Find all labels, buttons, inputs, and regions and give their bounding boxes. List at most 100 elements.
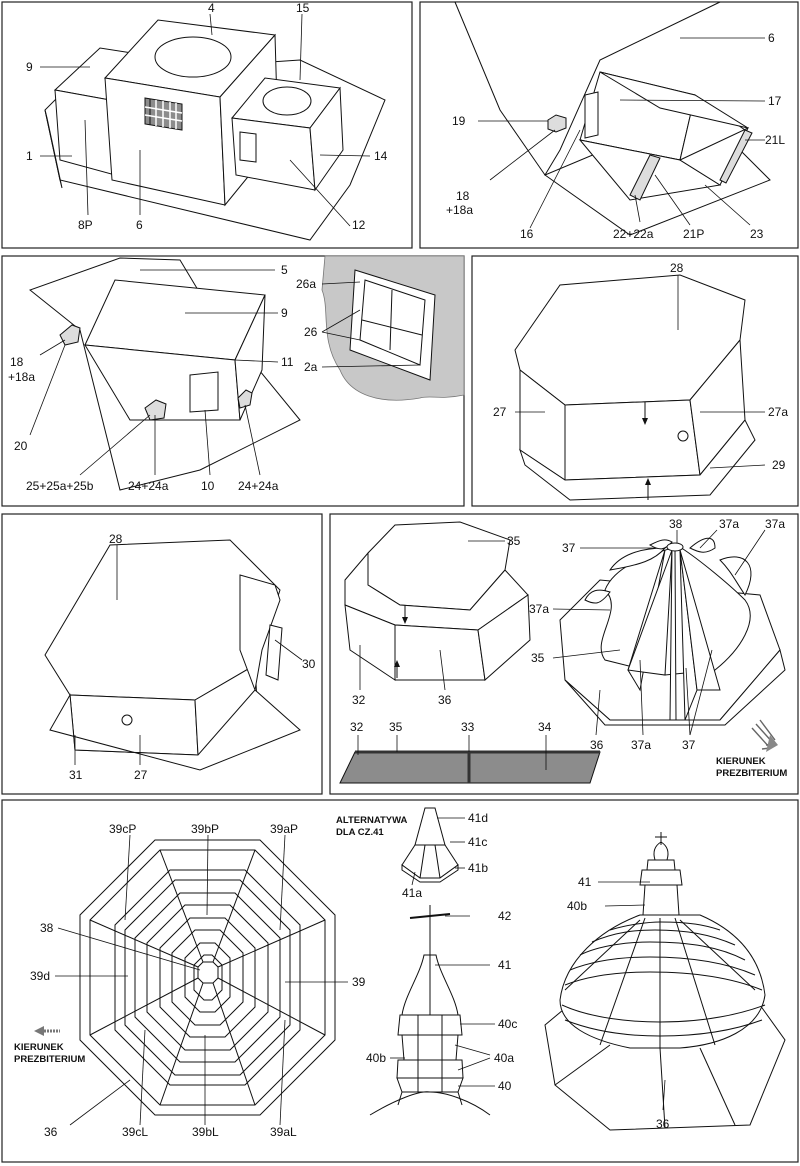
inset-window-detail: 26a 26 2a (296, 255, 465, 401)
window-grid (144, 97, 183, 131)
label: 12 (352, 218, 366, 232)
label: 37 (562, 541, 576, 555)
label: +18a (8, 370, 35, 384)
label: 28 (109, 532, 123, 546)
label: 6 (768, 31, 775, 45)
label: 38 (669, 517, 683, 531)
label: 36 (438, 693, 452, 707)
label: 35 (507, 534, 521, 548)
panel-3-box-assembly: 5 9 11 18 +18a 20 25+25a+25b 24+24a 10 2… (1, 255, 465, 507)
dome-plan-view (79, 839, 336, 1116)
label: 40b (567, 899, 587, 913)
panel-2-annex-assembly: 6 17 19 21L 18 +18a 16 22+22a 21P 23 (419, 1, 799, 249)
label: 41c (468, 835, 487, 849)
label: 24+24a (238, 479, 279, 493)
alternative-spire-part (401, 807, 459, 883)
panel-6-roof-assembly: 35 32 36 32 35 33 34 (329, 513, 799, 795)
direction-label: PREZBITERIUM (716, 768, 787, 779)
label: 25+25a+25b (26, 479, 94, 493)
label: 41 (578, 875, 592, 889)
label: +18a (446, 203, 473, 217)
label: 30 (302, 657, 316, 671)
label: 40 (498, 1079, 512, 1093)
direction-label: KIERUNEK (14, 1042, 64, 1053)
label: 36 (590, 738, 604, 752)
label: 33 (461, 720, 475, 734)
label: 41 (498, 958, 512, 972)
label: 39cL (122, 1125, 148, 1139)
label: 36 (44, 1125, 58, 1139)
label: 39d (30, 969, 50, 983)
label: 40a (494, 1051, 514, 1065)
label: 40b (366, 1051, 386, 1065)
label: 17 (768, 94, 782, 108)
label: 36 (656, 1117, 670, 1131)
spire-on-tower (369, 905, 491, 1116)
label: 8P (78, 218, 93, 232)
label: 38 (40, 921, 54, 935)
label: 35 (389, 720, 403, 734)
label: 41d (468, 811, 488, 825)
label: 31 (69, 768, 83, 782)
label: 2a (304, 360, 318, 374)
panel-5-drum-placement: 28 30 31 27 (1, 513, 323, 795)
label: 34 (538, 720, 552, 734)
label: 24+24a (128, 479, 169, 493)
dome-isometric (544, 832, 786, 1131)
label: 6 (136, 218, 143, 232)
label: 18 (10, 355, 24, 369)
label: 5 (281, 263, 288, 277)
alt-label: ALTERNATYWA (336, 815, 408, 826)
alt-label: DLA CZ.41 (336, 827, 384, 838)
label: 37a (631, 738, 651, 752)
label: 39aL (270, 1125, 297, 1139)
roof-strip: 32 35 33 34 (339, 720, 601, 784)
label: 41a (402, 886, 422, 900)
label: 11 (281, 355, 294, 369)
label: 39bP (191, 822, 219, 836)
direction-label: PREZBITERIUM (14, 1054, 85, 1065)
label: 9 (26, 60, 33, 74)
label: 37a (765, 517, 785, 531)
label: 27a (768, 405, 788, 419)
label: 22+22a (613, 227, 654, 241)
cross-icon (655, 832, 667, 845)
label: 19 (452, 114, 466, 128)
label: 42 (498, 909, 512, 923)
cross-icon (409, 905, 451, 955)
arrow-direction-icon (34, 1026, 60, 1036)
label: 14 (374, 149, 388, 163)
label: 37a (719, 517, 739, 531)
label: 39 (352, 975, 366, 989)
label: 37a (529, 602, 549, 616)
label: 21P (683, 227, 704, 241)
label: 35 (531, 651, 545, 665)
direction-label: KIERUNEK (716, 756, 766, 767)
label: 28 (670, 261, 684, 275)
panel-7-dome-and-spire: 39cP 39bP 39aP 38 39d 39 36 39cL 39bL 39… (1, 799, 799, 1163)
label: 27 (134, 768, 148, 782)
label: 37 (682, 738, 696, 752)
label: 32 (352, 693, 366, 707)
panel-1-base-assembly: 4 15 9 1 8P 6 12 14 (1, 1, 413, 249)
label: 40c (498, 1017, 517, 1031)
panel-4-octagon-drum: 28 27 27a 29 (471, 255, 799, 507)
label: 21L (765, 133, 785, 147)
label: 4 (208, 1, 215, 15)
label: 26 (304, 325, 318, 339)
label: 39aP (270, 822, 298, 836)
label: 32 (350, 720, 364, 734)
label: 29 (772, 458, 786, 472)
label: 10 (201, 479, 215, 493)
label: 26a (296, 277, 316, 291)
label: 27 (493, 405, 507, 419)
label: 18 (456, 189, 470, 203)
label: 20 (14, 439, 28, 453)
label: 39bL (192, 1125, 219, 1139)
label: 1 (26, 149, 33, 163)
label: 41b (468, 861, 488, 875)
label: 9 (281, 306, 288, 320)
arrow-direction-icon (751, 719, 778, 752)
label: 23 (750, 227, 764, 241)
